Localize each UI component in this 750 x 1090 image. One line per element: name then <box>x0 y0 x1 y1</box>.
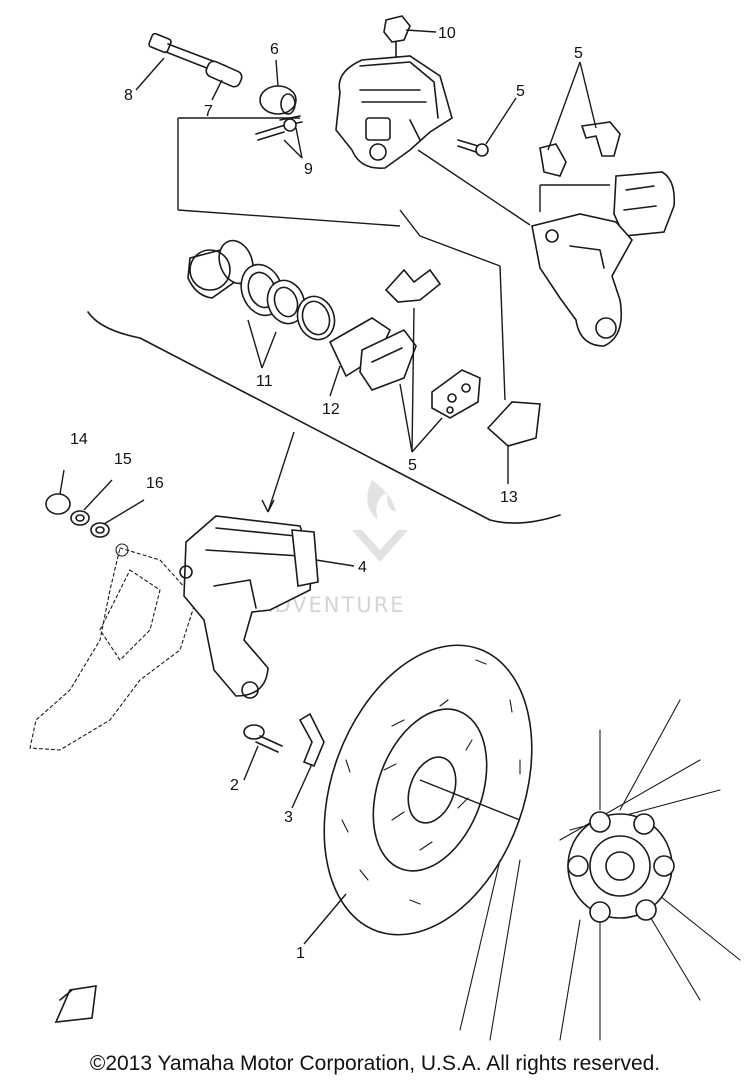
caliper-assembly-right <box>532 172 674 346</box>
callout-5-pads: 5 <box>408 457 417 474</box>
callout-5-clips: 5 <box>574 45 583 62</box>
pad-clips-top <box>540 122 620 176</box>
callout-10: 10 <box>438 25 456 42</box>
callout-2: 2 <box>230 777 239 794</box>
boot <box>260 86 296 114</box>
pad-shim-right <box>488 402 540 446</box>
brake-disc <box>286 616 569 964</box>
callout-13: 13 <box>500 489 518 506</box>
callout-11: 11 <box>256 373 273 390</box>
callout-4: 4 <box>358 559 367 576</box>
nut-and-washers <box>46 494 109 537</box>
piston-and-seals <box>188 236 340 345</box>
sleeve <box>204 59 243 88</box>
bolt-lower <box>244 725 282 752</box>
callout-14: 14 <box>70 431 88 448</box>
caliper-bracket <box>30 544 196 750</box>
callout-9: 9 <box>304 161 313 178</box>
callout-15: 15 <box>114 451 132 468</box>
callout-1: 1 <box>296 945 305 962</box>
callout-6: 6 <box>270 41 279 58</box>
callout-12: 12 <box>322 401 340 418</box>
callout-16: 16 <box>146 475 164 492</box>
copyright-notice: ©2013 Yamaha Motor Corporation, U.S.A. A… <box>0 1052 750 1076</box>
caliper-body-top <box>336 56 452 168</box>
front-arrow-icon <box>56 986 96 1022</box>
callout-7: 7 <box>204 103 213 120</box>
callout-3: 3 <box>284 809 293 826</box>
screw-small <box>458 140 488 156</box>
pins <box>256 116 302 140</box>
lock-plate <box>300 714 324 766</box>
brake-pads <box>360 270 480 418</box>
callout-5-screw: 5 <box>516 83 525 100</box>
exploded-view-bracket <box>88 118 610 523</box>
bleeder-valve <box>384 16 410 62</box>
callout-8: 8 <box>124 87 133 104</box>
